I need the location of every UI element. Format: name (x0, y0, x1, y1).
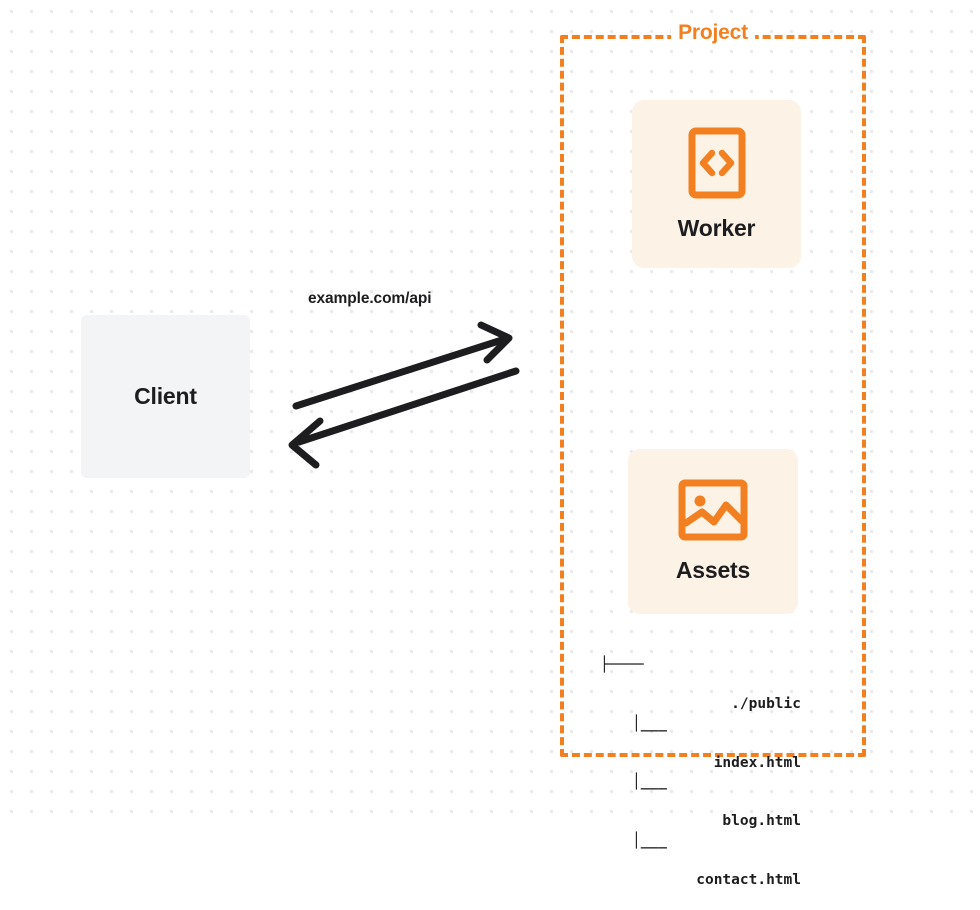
code-brackets-icon (688, 127, 746, 199)
worker-card-label: Worker (677, 214, 756, 241)
file-tree-branch: ├──── (600, 657, 644, 673)
assets-card-label: Assets (675, 557, 751, 583)
file-tree-name: blog.html (722, 813, 801, 829)
client-node[interactable]: Client (81, 315, 250, 478)
assets-file-tree: ├──── ./public │___ index.html │___ blog… (600, 617, 801, 890)
file-tree-branch: │___ (632, 832, 667, 849)
image-picture-icon (678, 479, 748, 541)
file-tree-branch: │___ (632, 774, 667, 790)
project-group: Project (560, 21, 866, 757)
file-tree-name: index.html (713, 754, 801, 771)
connection-label: example.com/api (308, 290, 432, 307)
file-tree-row: ├──── ./public (600, 656, 801, 712)
file-tree-name: ./public (731, 696, 801, 712)
response-arrow (288, 367, 520, 469)
file-tree-name: contact.html (696, 871, 801, 888)
diagram-canvas: Client example.com/api Project Worker (0, 0, 980, 888)
file-tree-row: │___ blog.html (600, 773, 801, 829)
file-tree-branch: │___ (632, 715, 667, 732)
file-tree-row: │___ contact.html (600, 832, 801, 888)
worker-card[interactable]: Worker (632, 100, 801, 268)
project-group-title: Project (671, 21, 755, 45)
assets-card[interactable]: Assets (628, 449, 798, 614)
file-tree-row: │___ index.html (600, 715, 801, 771)
client-node-label: Client (134, 383, 197, 409)
request-arrow (292, 321, 513, 410)
